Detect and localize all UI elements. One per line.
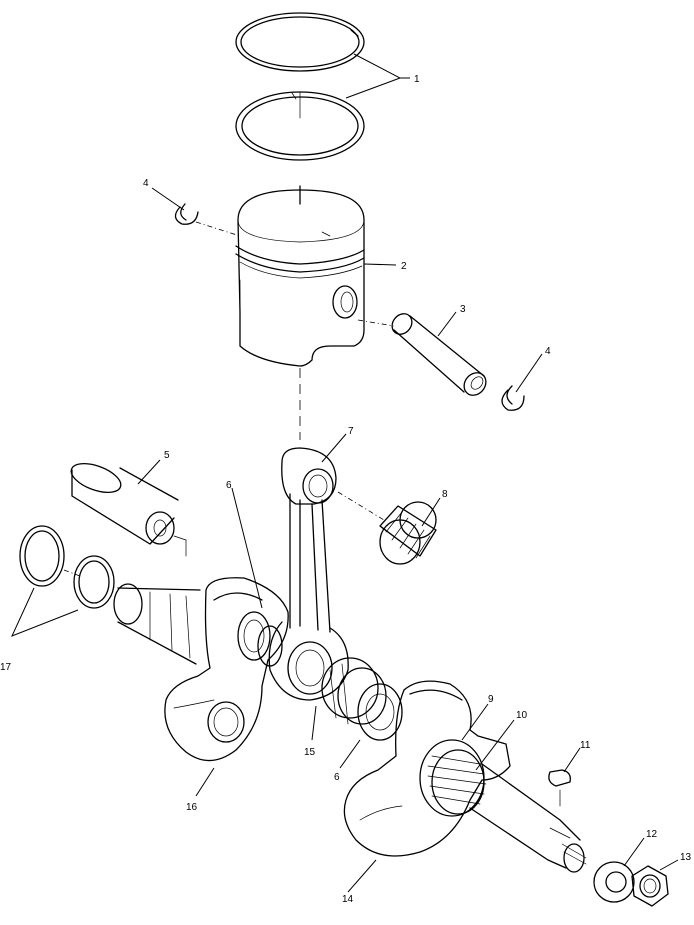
callout-11: 11 xyxy=(580,740,591,751)
centerline-clip-left xyxy=(195,221,241,237)
callout-9: 9 xyxy=(488,694,494,705)
callout-13: 13 xyxy=(680,852,692,863)
callout-17: 17 xyxy=(0,662,12,673)
piston-ring-lower xyxy=(235,91,365,161)
leader-lines xyxy=(11,53,679,893)
centerline-shims xyxy=(63,569,81,577)
callout-3: 3 xyxy=(460,304,466,315)
callout-4-right: 4 xyxy=(545,346,551,357)
callout-8: 8 xyxy=(442,489,448,500)
callout-1: 1 xyxy=(414,74,420,85)
thrust-washer-inner xyxy=(73,555,115,609)
piston-pin xyxy=(357,313,487,396)
crank-pin xyxy=(70,462,187,557)
circlip-left xyxy=(174,203,199,225)
thrust-washer-outer xyxy=(19,525,65,587)
crankshaft-right-half xyxy=(321,657,587,873)
callout-6-lower: 6 xyxy=(334,772,340,783)
connecting-rod xyxy=(268,447,349,701)
hex-nut xyxy=(631,865,669,907)
woodruff-key xyxy=(548,769,571,807)
piston xyxy=(235,189,365,367)
crankshaft-left-half xyxy=(113,577,289,762)
piston-ring-upper xyxy=(235,12,365,72)
callout-2: 2 xyxy=(401,261,407,272)
callout-10: 10 xyxy=(516,710,528,721)
callout-12: 12 xyxy=(646,829,658,840)
callout-5: 5 xyxy=(164,450,170,461)
callout-16: 16 xyxy=(186,802,198,813)
circlip-right xyxy=(501,385,525,411)
callout-7: 7 xyxy=(348,426,354,437)
callout-14: 14 xyxy=(342,894,354,905)
callout-15: 15 xyxy=(304,747,316,758)
callout-labels: 1 2 3 4 4 5 6 6 7 8 9 10 11 12 13 14 15 … xyxy=(0,74,692,905)
callout-6-upper: 6 xyxy=(226,480,232,491)
callout-4-left: 4 xyxy=(143,178,149,189)
needle-bearing xyxy=(337,491,437,565)
flat-washer xyxy=(593,861,635,903)
